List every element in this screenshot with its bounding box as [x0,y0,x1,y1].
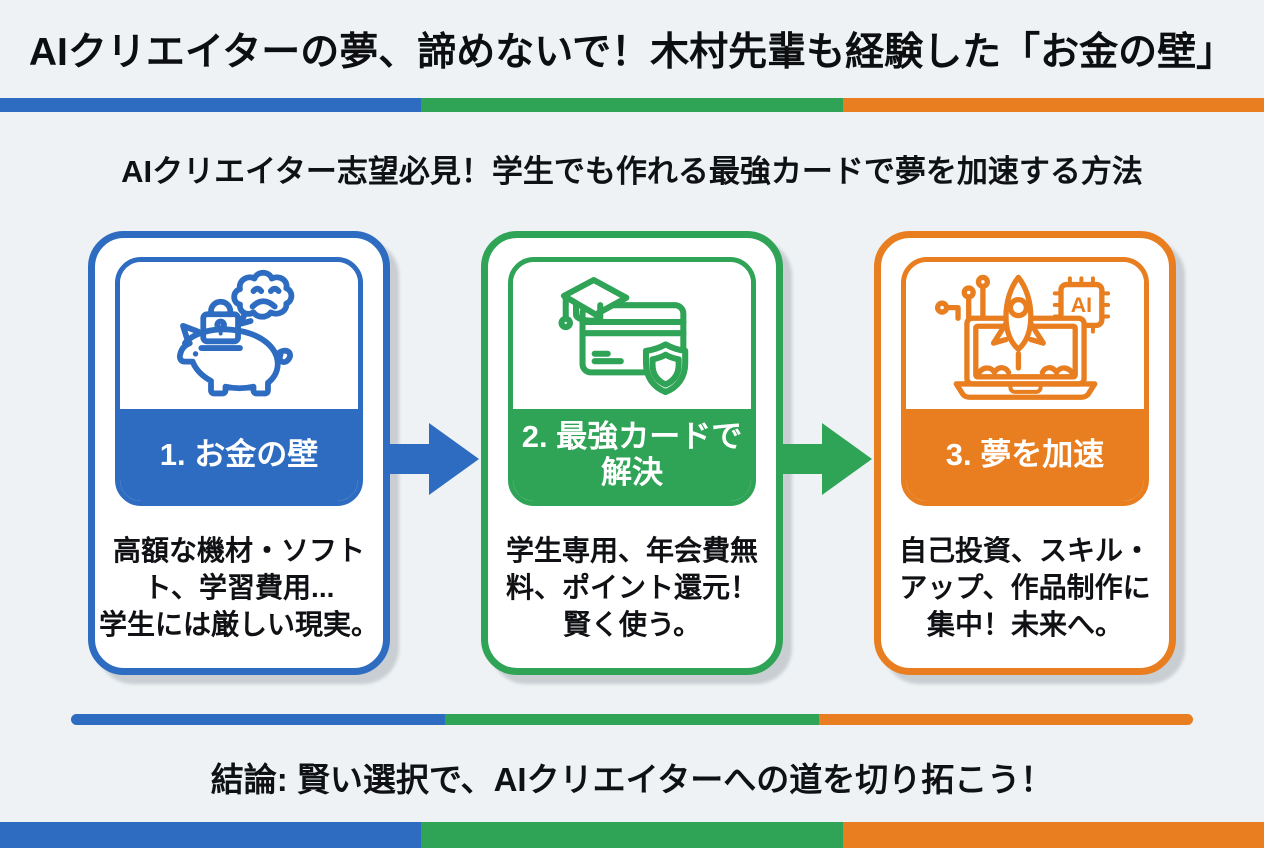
step-band-title: 2. 最強カードで 解決 [513,409,751,501]
step-card-inner: 1. お金の壁 [115,257,363,506]
icon-area: AI [906,262,1144,409]
laptop-rocket-ai-chip-icon: AI [934,274,1110,400]
divider-segment-blue [71,714,445,725]
arrow-right-icon [778,423,872,495]
piggy-bank-lock-sad-cloud-icon [176,269,295,396]
ai-chip-label: AI [1070,293,1091,317]
stripe-segment-orange [842,98,1264,112]
icon-area: AI 3. 夢を加速 [901,257,1149,506]
step-card-money-wall: 1. お金の壁 高額な機材・ソフト ト、学習費用... 学生には厳しい現実。 [88,231,390,675]
step-band-title: 1. お金の壁 [120,409,358,501]
conclusion-text: 結論: 賢い選択で、AIクリエイターへの道を切り拓こう！ [210,761,1054,798]
stripe-segment-green [421,98,843,112]
steps-row: 1. お金の壁 高額な機材・ソフト ト、学習費用... 学生には厳しい現実。 [0,231,1264,675]
icon-area [120,262,358,409]
step-band-title: 3. 夢を加速 [906,409,1144,501]
tricolor-divider [71,714,1193,725]
icon-area [513,262,751,409]
divider-segment-green [445,714,819,725]
step-card-accelerate-dream: AI 3. 夢を加速 [874,231,1176,675]
subtitle: AIクリエイター志望必見！学生でも作れる最強カードで夢を加速する方法 [121,154,1143,189]
header: AIクリエイターの夢、諦めないで！木村先輩も経験した「お金の壁」 [0,0,1264,98]
stripe-segment-blue [0,822,422,848]
tricolor-stripe-bottom [0,822,1264,848]
stripe-segment-orange [842,822,1264,848]
stripe-segment-blue [0,98,422,112]
graduation-cap-card-shield-icon [558,276,689,395]
step-description: 高額な機材・ソフト ト、学習費用... 学生には厳しい現実。 [98,535,379,640]
step-card-inner: 2. 最強カードで 解決 [508,257,756,506]
page-title: AIクリエイターの夢、諦めないで！木村先輩も経験した「お金の壁」 [28,31,1236,74]
step-description: 学生専用、年会費無 料、ポイント還元！ 賢く使う。 [505,535,758,640]
step-card-strongest-card: 2. 最強カードで 解決 学生専用、年会費無 料、ポイント還元！ 賢く使う。 [481,231,783,675]
step-description: 自己投資、スキル・ アップ、作品制作に 集中！未来へ。 [898,535,1151,640]
arrow-right-icon [385,423,479,495]
divider-segment-orange [819,714,1193,725]
stripe-segment-green [421,822,843,848]
tricolor-stripe-top [0,98,1264,112]
